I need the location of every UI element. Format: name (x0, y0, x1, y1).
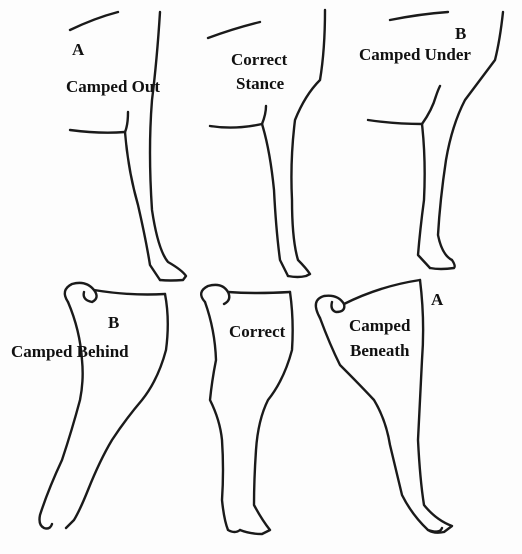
correct-stance-label-line2: Stance (236, 74, 284, 94)
front-leg-camped-out (70, 12, 186, 281)
camped-out-label: Camped Out (66, 77, 160, 97)
camped-out-marker: A (72, 40, 84, 60)
correct-hind-label: Correct (229, 322, 285, 342)
camped-beneath-marker: A (431, 290, 443, 310)
camped-behind-label: Camped Behind (11, 342, 129, 362)
correct-stance-label-line1: Correct (231, 50, 287, 70)
hind-leg-camped-behind (40, 283, 168, 529)
camped-behind-marker: B (108, 313, 119, 333)
camped-under-label: Camped Under (359, 45, 471, 65)
camped-beneath-label-line2: Beneath (350, 341, 410, 361)
camped-under-marker: B (455, 24, 466, 44)
camped-beneath-label-line1: Camped (349, 316, 410, 336)
